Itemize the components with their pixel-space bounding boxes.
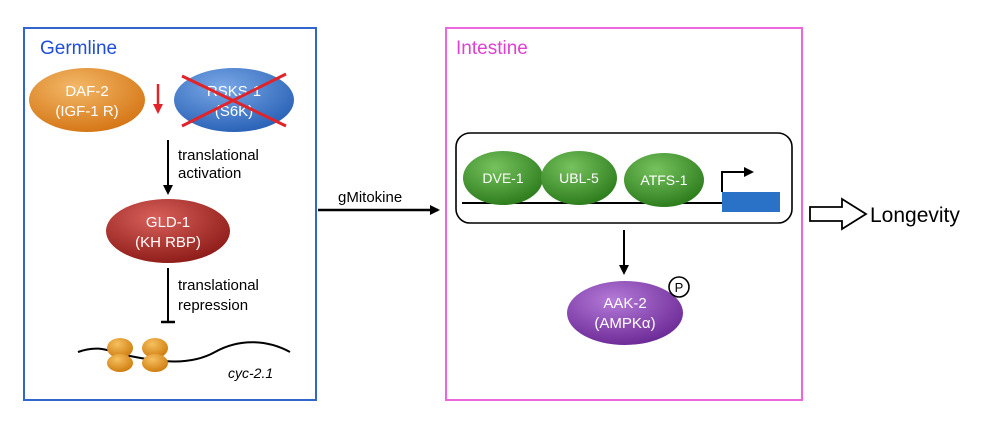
gld1-sublabel: (KH RBP)	[135, 234, 201, 251]
daf2-label: DAF-2	[65, 83, 108, 100]
aak2-label: AAK-2	[603, 295, 646, 312]
gld1-node: GLD-1 (KH RBP)	[106, 199, 230, 263]
repression-label-line2: repression	[178, 297, 248, 314]
gmitokine-label: gMitokine	[338, 189, 402, 206]
ribosome-2	[142, 338, 168, 372]
repression-label-line1: translational	[178, 277, 259, 294]
daf2-sublabel: (IGF-1 R)	[55, 103, 118, 120]
activation-label-line1: translational	[178, 147, 259, 164]
phosphorylation-badge: P	[668, 276, 690, 298]
activation-label-line2: activation	[178, 165, 241, 182]
intestine-title: Intestine	[456, 38, 528, 59]
atfs1-node: ATFS-1	[624, 153, 704, 207]
dve1-label: DVE-1	[482, 170, 523, 186]
ribosome-1	[107, 338, 133, 372]
gld1-label: GLD-1	[146, 214, 190, 231]
target-gene-label: cyc-2.1	[228, 365, 273, 381]
aak2-node: AAK-2 (AMPKα)	[567, 281, 683, 345]
ubl5-node: UBL-5	[541, 151, 617, 205]
transcription-start-arrow	[721, 167, 754, 192]
atfs1-label: ATFS-1	[640, 172, 687, 188]
aak2-sublabel: (AMPKα)	[594, 315, 655, 332]
rsks1-cross-line-2	[181, 72, 287, 128]
germline-title: Germline	[40, 38, 117, 59]
longevity-hollow-arrow	[809, 197, 868, 231]
phosphorylation-label: P	[675, 280, 684, 295]
rsks1-node: RSKS-1 (S6K)	[174, 68, 294, 132]
daf2-node: DAF-2 (IGF-1 R)	[29, 68, 145, 132]
transcription-complex-box	[455, 132, 793, 224]
gene-block	[722, 192, 780, 212]
dve1-node: DVE-1	[463, 151, 543, 205]
ubl5-label: UBL-5	[559, 170, 599, 186]
longevity-label: Longevity	[870, 204, 960, 227]
